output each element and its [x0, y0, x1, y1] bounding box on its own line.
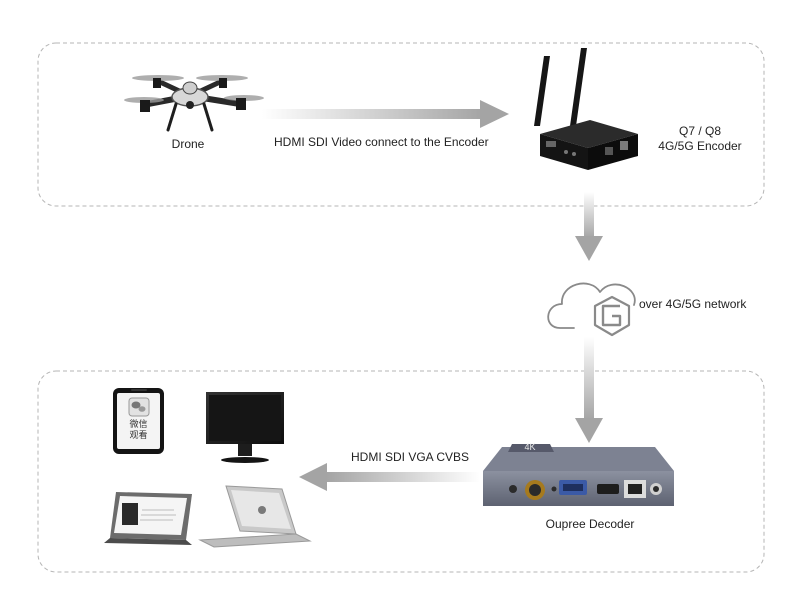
drone-label: Drone — [171, 137, 205, 151]
encoder-icon — [534, 48, 638, 170]
monitor-icon — [206, 392, 284, 463]
top-group-border — [37, 42, 765, 207]
decoder-icon — [483, 444, 674, 506]
bottom-group-border — [37, 370, 765, 573]
encoder-label-line2: 4G/5G Encoder — [658, 139, 742, 153]
network-label: over 4G/5G network — [639, 297, 747, 311]
encoder-label-line1: Q7 / Q8 — [678, 124, 722, 138]
network-icon — [593, 295, 631, 337]
output-label: HDMI SDI VGA CVBS — [351, 450, 470, 464]
arrow-drone-to-encoder — [262, 100, 509, 128]
arrow-decoder-to-displays — [299, 463, 480, 491]
laptop-icon — [198, 485, 312, 548]
tablet-icon — [104, 492, 192, 545]
phone-screen-line1: 微信 — [129, 420, 148, 430]
link-label: HDMI SDI Video connect to the Encoder — [274, 135, 489, 149]
arrow-cloud-to-decoder — [575, 337, 603, 443]
phone-screen-line2: 观看 — [129, 431, 148, 441]
cloud-icon — [547, 282, 636, 329]
phone-icon — [113, 388, 164, 454]
arrow-encoder-to-cloud — [575, 192, 603, 261]
decoder-badge: 4K — [524, 442, 536, 452]
drone-icon — [124, 75, 264, 132]
decoder-label: Oupree Decoder — [545, 517, 635, 531]
